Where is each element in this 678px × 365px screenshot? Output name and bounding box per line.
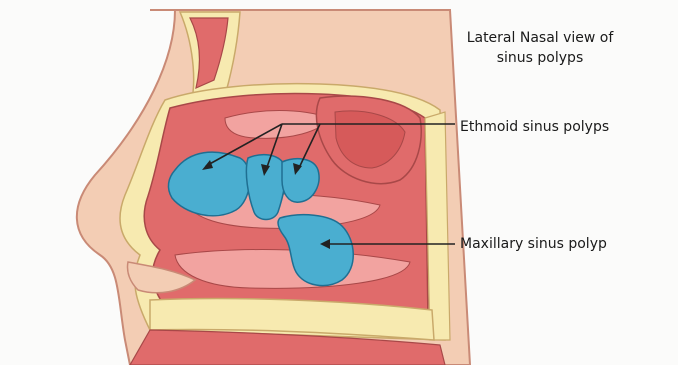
ethmoid-polyps-label: Ethmoid sinus polyps <box>460 119 609 135</box>
maxillary-polyp-label: Maxillary sinus polyp <box>460 236 607 252</box>
diagram-title-line-1: Lateral Nasal view of <box>430 30 650 46</box>
posterior-bone <box>425 112 450 340</box>
diagram-title-line-2: sinus polyps <box>430 50 650 66</box>
